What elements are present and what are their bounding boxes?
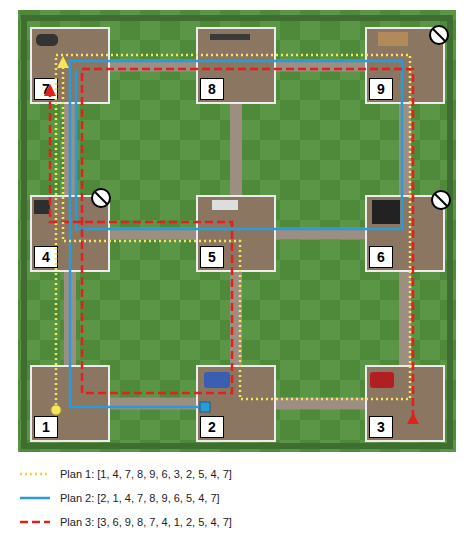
corridor	[64, 104, 76, 195]
furniture	[34, 200, 50, 214]
room-number: 8	[200, 78, 224, 100]
plan-3-route	[50, 69, 413, 418]
legend-entry: Plan 2: [2, 1, 4, 7, 8, 9, 6, 5, 4, 7]	[18, 486, 458, 510]
forbidden-sign	[92, 189, 110, 207]
legend-entry: Plan 3: [3, 6, 9, 8, 7, 4, 1, 2, 5, 4, 7…	[18, 510, 458, 534]
corridor	[276, 398, 365, 410]
corridor	[276, 60, 365, 72]
corridor	[230, 104, 242, 195]
room-number: 2	[200, 416, 224, 438]
legend-line-sample	[18, 493, 52, 503]
room-number: 9	[369, 78, 393, 100]
corridor	[64, 272, 76, 365]
room-number: 5	[200, 246, 224, 268]
legend-line-sample	[18, 469, 52, 479]
room-box: 1	[30, 365, 110, 442]
plan-2-route	[70, 61, 402, 407]
hedge-border	[24, 18, 450, 446]
toy-car	[370, 372, 394, 388]
furniture	[210, 34, 250, 40]
room-box: 2	[196, 365, 276, 442]
furniture	[378, 32, 408, 46]
furniture	[36, 34, 58, 46]
room-box: 5	[196, 195, 276, 272]
legend-text: Plan 3: [3, 6, 9, 8, 7, 4, 1, 2, 5, 4, 7…	[60, 516, 232, 528]
end-triangle	[57, 56, 69, 68]
corridor	[110, 398, 196, 410]
room-box: 6	[365, 195, 445, 272]
room-number: 3	[369, 416, 393, 438]
room-number: 7	[34, 78, 58, 100]
room-number: 4	[34, 246, 58, 268]
furniture	[212, 200, 238, 210]
room-box: 3	[365, 365, 445, 442]
corridor	[276, 228, 365, 240]
room-box: 8	[196, 27, 276, 104]
legend-entry: Plan 1: [1, 4, 7, 8, 9, 6, 3, 2, 5, 4, 7…	[18, 462, 458, 486]
start-triangle	[407, 413, 419, 424]
corridor	[399, 104, 411, 195]
start-circle	[51, 405, 61, 415]
legend-text: Plan 2: [2, 1, 4, 7, 8, 9, 6, 5, 4, 7]	[60, 492, 220, 504]
legend: Plan 1: [1, 4, 7, 8, 9, 6, 3, 2, 5, 4, 7…	[18, 462, 458, 534]
corridor	[230, 272, 242, 365]
legend-text: Plan 1: [1, 4, 7, 8, 9, 6, 3, 2, 5, 4, 7…	[60, 468, 232, 480]
room-box: 4	[30, 195, 110, 272]
forbidden-sign	[430, 26, 448, 44]
legend-line	[20, 521, 50, 524]
room-number: 1	[34, 416, 58, 438]
furniture	[372, 200, 400, 224]
corridor	[110, 60, 196, 72]
corridor	[399, 272, 411, 365]
legend-line-sample	[18, 517, 52, 527]
corridor	[110, 228, 196, 240]
plan-1-route	[56, 55, 410, 410]
legend-line	[20, 497, 50, 500]
room-number: 6	[369, 246, 393, 268]
legend-line	[20, 473, 50, 476]
toy-car	[204, 372, 230, 388]
grass-field	[18, 10, 456, 452]
start-square	[200, 402, 210, 412]
room-box: 9	[365, 27, 445, 104]
room-box: 7	[30, 27, 110, 104]
forbidden-sign	[432, 191, 450, 209]
